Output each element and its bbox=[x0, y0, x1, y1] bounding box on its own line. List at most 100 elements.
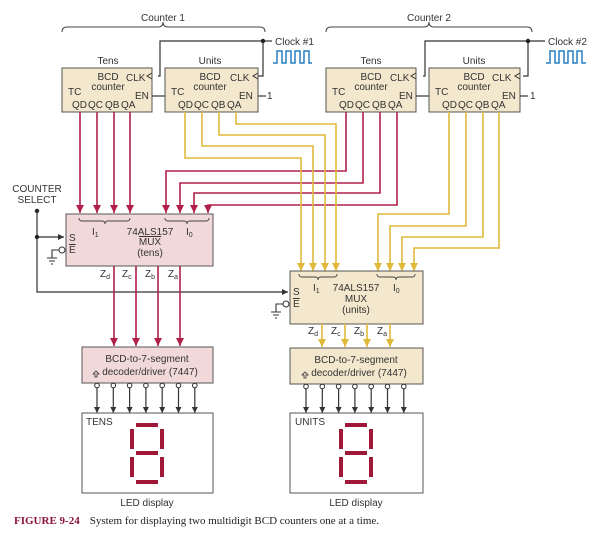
clock-input-triangle-icon bbox=[252, 72, 259, 80]
decoder-units-segment-outputs bbox=[303, 383, 407, 413]
decoder-label-line2: decoder/driver (7447) bbox=[311, 368, 407, 379]
counter-type-line2: counter bbox=[457, 82, 491, 93]
output-label-zd: Zd bbox=[100, 269, 110, 281]
counter-type-line2: counter bbox=[91, 82, 125, 93]
decoder-tens-7447: BCD-to-7-segment decoder/driver (7447) bbox=[81, 346, 214, 384]
output-pin-qd: QD bbox=[72, 100, 87, 111]
counter-select-input: COUNTER SELECT bbox=[12, 184, 288, 295]
output-label-zb: Zb bbox=[145, 269, 155, 281]
clock2: Clock #2 bbox=[423, 37, 587, 77]
select-pin-label: S bbox=[69, 233, 76, 244]
clock2-waveform-icon bbox=[546, 50, 586, 64]
en-pin-label: EN bbox=[399, 91, 413, 102]
counter-select-label-line1: COUNTER bbox=[12, 184, 61, 195]
i1-label: I1 bbox=[313, 283, 320, 295]
tc-pin-label: TC bbox=[332, 87, 345, 98]
clk-pin-label: CLK bbox=[126, 73, 146, 84]
lamp-test-icon bbox=[92, 370, 100, 378]
decoder-label-line1: BCD-to-7-segment bbox=[314, 355, 398, 366]
counter1-units-to-mux-units-bus bbox=[184, 112, 340, 271]
decoder-label-line2: decoder/driver (7447) bbox=[102, 367, 198, 378]
clk-pin-label: CLK bbox=[230, 73, 250, 84]
counter1-tens-to-mux-tens-bus bbox=[76, 112, 134, 213]
active-low-bubble-icon bbox=[159, 382, 165, 389]
decoder-label-line1: BCD-to-7-segment bbox=[105, 354, 189, 365]
decoder-tens-segment-outputs bbox=[94, 382, 198, 413]
led-display-units: UNITS LED display bbox=[289, 412, 424, 509]
counter2-bracket: Counter 2 bbox=[325, 13, 533, 33]
clk-pin-label: CLK bbox=[390, 73, 410, 84]
mux-units-74als157: I1 I0 74ALS157 MUX (units) S E bbox=[271, 270, 424, 325]
tc-pin-label: TC bbox=[171, 87, 184, 98]
counter-title: Units bbox=[199, 56, 222, 67]
led-display-tens: TENS LED display bbox=[81, 412, 214, 509]
inversion-bubble-icon bbox=[282, 300, 290, 308]
output-pin-qc: QC bbox=[355, 100, 370, 111]
active-low-bubble-icon bbox=[335, 383, 342, 390]
en-pin-label: EN bbox=[502, 91, 516, 102]
inversion-bubble-icon bbox=[58, 246, 66, 254]
counter2-tens-bcd-counter: Tens BCD counter CLK TC EN QD QC QB QA bbox=[325, 56, 417, 113]
output-pin-qb: QB bbox=[475, 100, 490, 111]
counter2-units-bcd-counter: Units BCD counter CLK TC EN 1 QD QC QB Q… bbox=[428, 56, 536, 113]
counter-type-line2: counter bbox=[354, 82, 388, 93]
active-low-bubble-icon bbox=[384, 383, 391, 390]
active-low-bubble-icon bbox=[352, 383, 358, 390]
output-pin-qb: QB bbox=[372, 100, 387, 111]
mux-role: (tens) bbox=[137, 248, 163, 259]
counter-title: Units bbox=[463, 56, 486, 67]
clk-pin-label: CLK bbox=[492, 73, 512, 84]
clock1-waveform-icon bbox=[273, 50, 312, 64]
ground-icon bbox=[47, 257, 57, 265]
i0-label: I0 bbox=[186, 227, 193, 239]
output-pin-qa: QA bbox=[388, 100, 403, 111]
output-pin-qb: QB bbox=[105, 100, 120, 111]
active-low-bubble-icon bbox=[143, 382, 149, 389]
i1-label: I1 bbox=[92, 227, 99, 239]
counter2-label: Counter 2 bbox=[407, 13, 451, 24]
counter-title: Tens bbox=[360, 56, 381, 67]
counter1-units-bcd-counter: Units BCD counter CLK TC EN 1 QD QC QB Q… bbox=[164, 56, 273, 113]
en-tied-high: 1 bbox=[267, 91, 273, 102]
active-low-bubble-icon bbox=[401, 383, 407, 390]
counter-select-label-line2: SELECT bbox=[18, 195, 57, 206]
mux-part-number: 74ALS157 bbox=[127, 227, 174, 238]
mux-tens-74als157: I1 I0 74ALS157 MUX (tens) S E bbox=[47, 213, 214, 267]
counter-type-line1: BCD bbox=[199, 72, 220, 83]
display-label: UNITS bbox=[295, 417, 325, 428]
lamp-test-icon bbox=[301, 371, 309, 379]
counter-type-line1: BCD bbox=[360, 72, 381, 83]
output-label-zd: Zd bbox=[308, 326, 318, 338]
active-low-bubble-icon bbox=[175, 382, 182, 389]
output-pin-qa: QA bbox=[121, 100, 136, 111]
en-pin-label: EN bbox=[239, 91, 253, 102]
active-low-bubble-icon bbox=[94, 382, 100, 389]
junction-dot bbox=[260, 38, 266, 44]
output-label-za: Za bbox=[168, 269, 178, 281]
clock2-label: Clock #2 bbox=[548, 37, 587, 48]
mux-name: MUX bbox=[345, 294, 368, 305]
counter1-bracket: Counter 1 bbox=[61, 13, 266, 33]
mux-units-to-decoder-bus bbox=[318, 324, 394, 347]
en-pin-label: EN bbox=[135, 91, 149, 102]
display-label: TENS bbox=[86, 417, 113, 428]
seven-segment-digit-icon bbox=[130, 423, 164, 484]
output-label-zc: Zc bbox=[331, 326, 341, 338]
output-pin-qa: QA bbox=[227, 100, 242, 111]
decoder-units-7447: BCD-to-7-segment decoder/driver (7447) bbox=[289, 347, 424, 385]
active-low-bubble-icon bbox=[126, 382, 133, 389]
display-caption: LED display bbox=[329, 498, 382, 509]
output-pin-qd: QD bbox=[339, 100, 354, 111]
clock-input-triangle-icon bbox=[514, 72, 521, 80]
junction-dot bbox=[34, 234, 40, 240]
tc-pin-label: TC bbox=[68, 87, 81, 98]
display-caption: LED display bbox=[120, 498, 173, 509]
counter2-tens-to-mux-tens-bus bbox=[162, 112, 398, 213]
mux-name: MUX bbox=[139, 237, 162, 248]
select-pin-label: S bbox=[293, 287, 300, 298]
output-pin-qd: QD bbox=[442, 100, 457, 111]
counter-title: Tens bbox=[97, 56, 118, 67]
clock-input-triangle-icon bbox=[146, 72, 153, 80]
